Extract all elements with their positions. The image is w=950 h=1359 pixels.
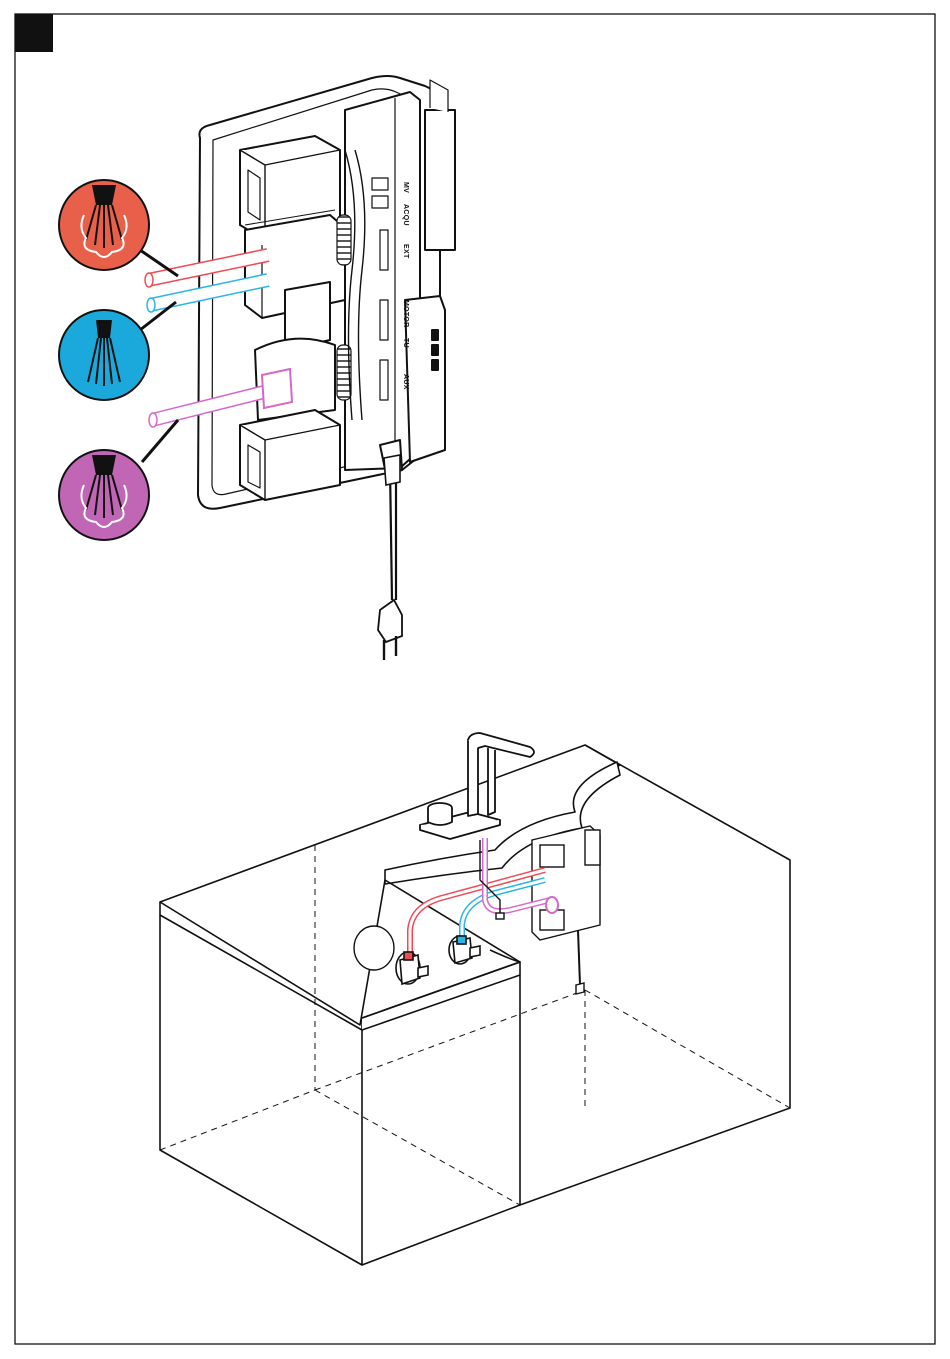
page-border (15, 14, 935, 1344)
label-ext: EXT (402, 244, 409, 259)
label-aux: AUX (402, 374, 409, 390)
lower-valve (240, 410, 340, 500)
mixed-steam-spray-icon (59, 450, 149, 540)
mini-control-unit (532, 826, 600, 994)
label-motor: MOTOR (402, 300, 409, 327)
upper-gear (337, 215, 351, 265)
power-cord (378, 455, 402, 660)
label-acqu: ACQU (402, 204, 409, 226)
cold-angle-valve (449, 936, 480, 964)
label-tu: TU (402, 338, 409, 348)
hot-steam-spray-icon (59, 180, 149, 270)
label-mv: MV (402, 182, 409, 193)
cold-spray-icon (59, 310, 149, 400)
wall-drain-hole (354, 926, 394, 970)
step-marker (15, 14, 53, 52)
terminal-block (425, 110, 455, 250)
electronics-module (405, 296, 445, 462)
hot-angle-valve (396, 952, 428, 984)
